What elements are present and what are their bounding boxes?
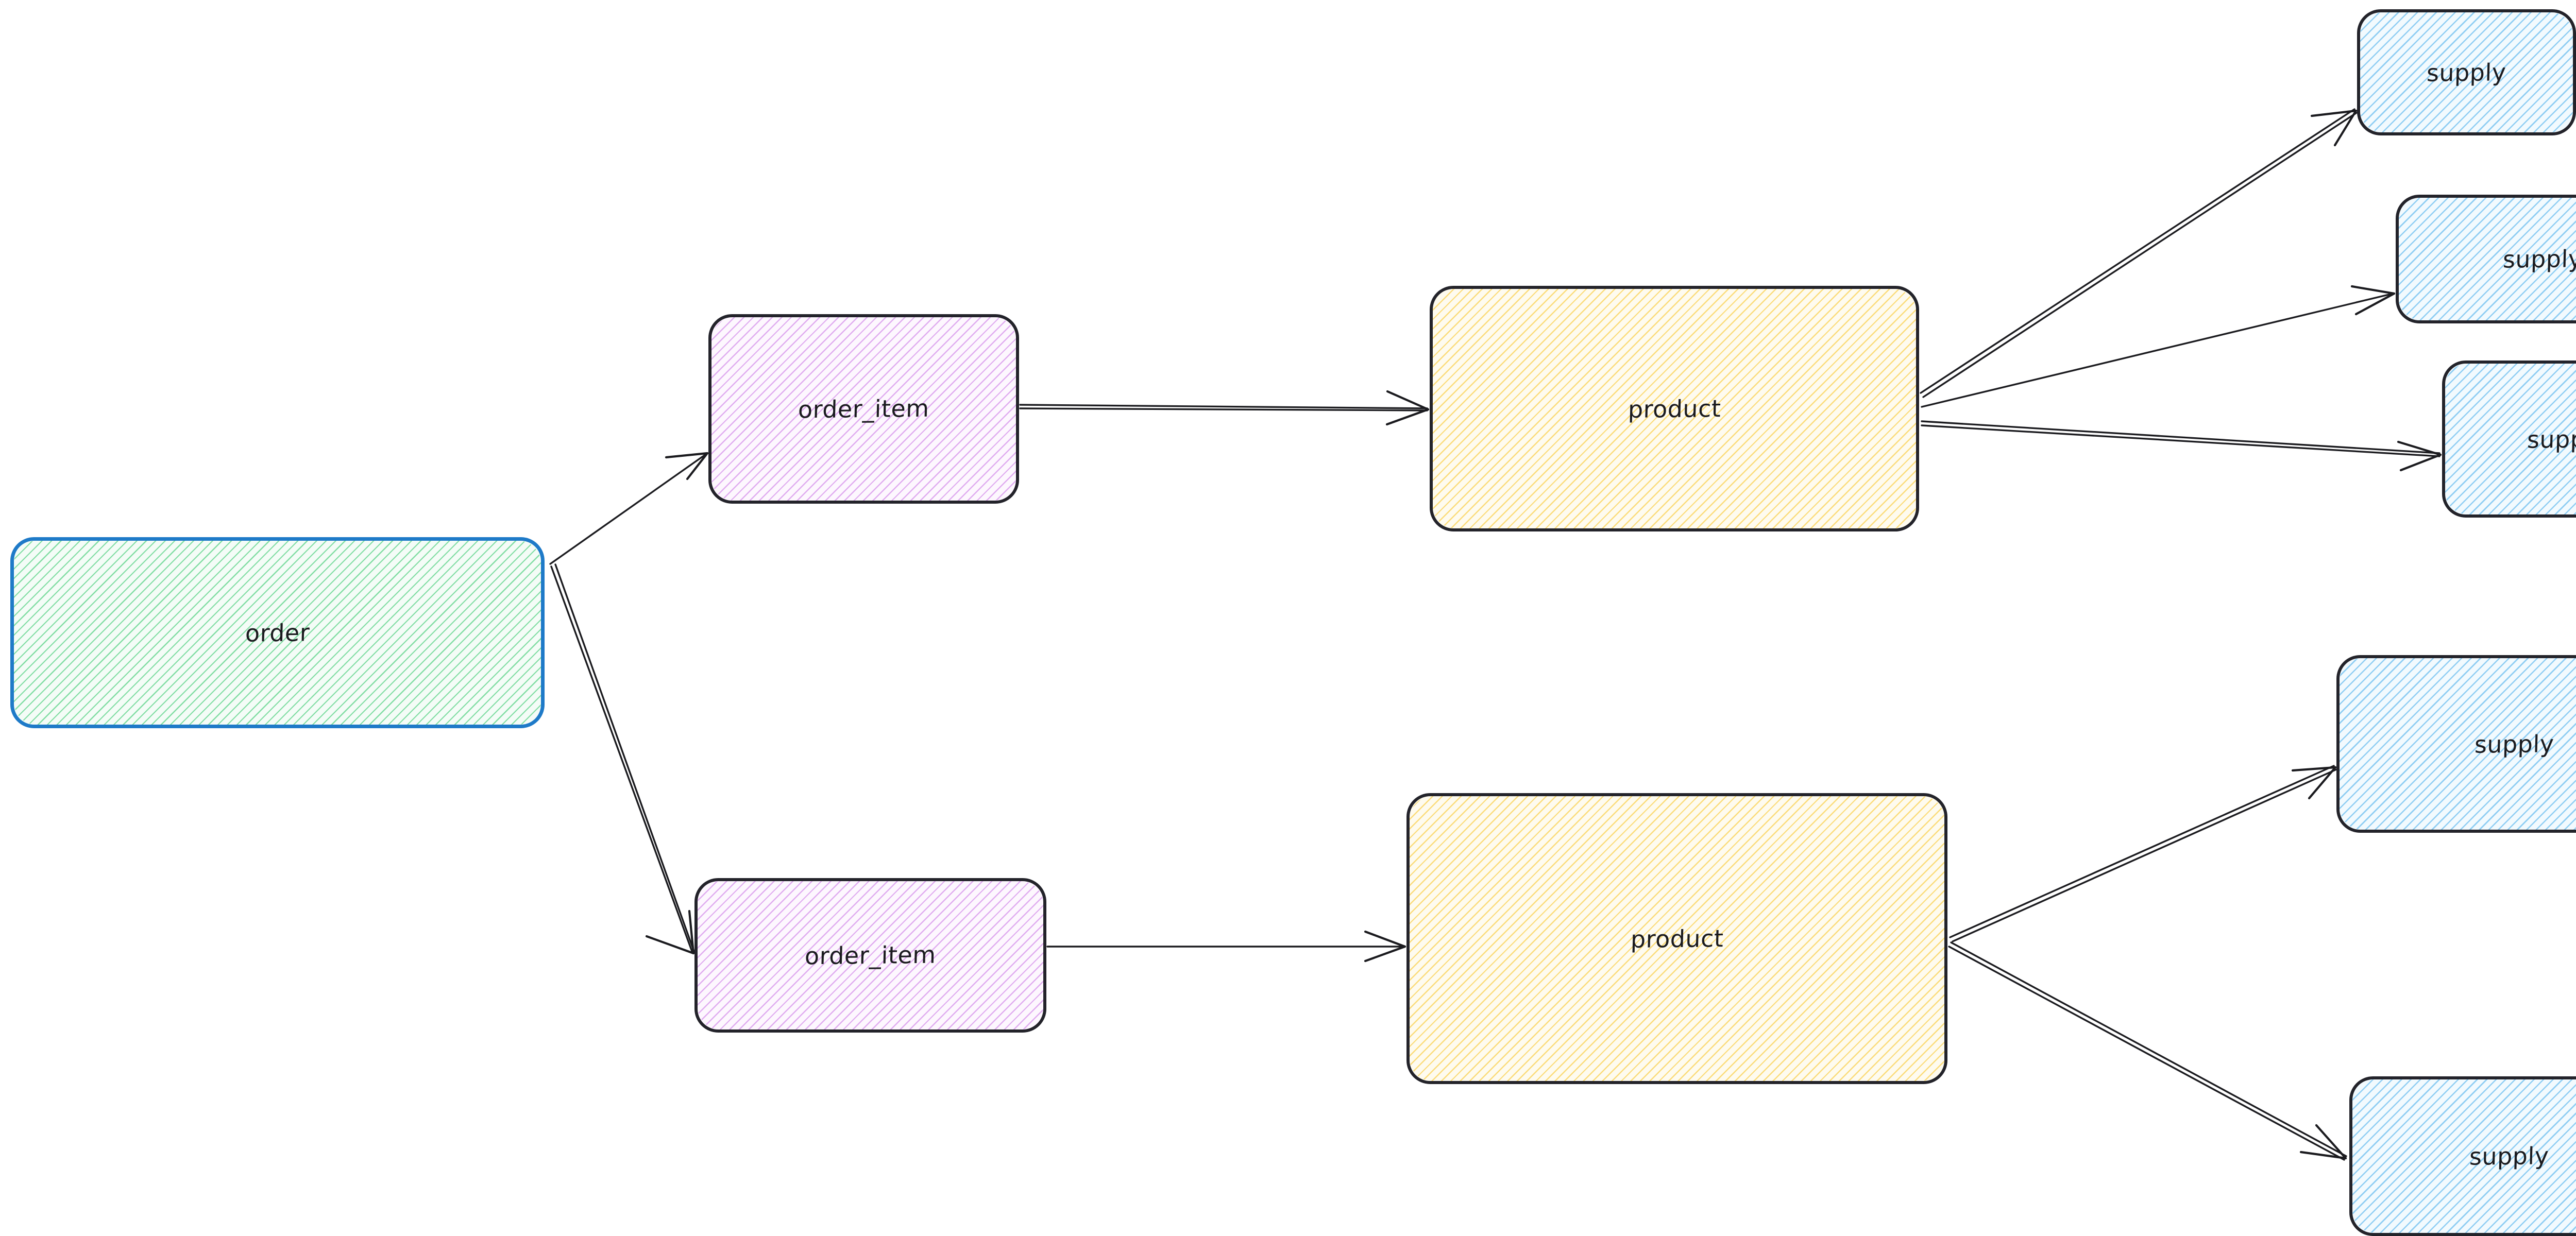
node-order-label: order <box>245 618 310 647</box>
node-order[interactable]: order <box>10 537 545 728</box>
node-product-1-label: product <box>1628 394 1721 423</box>
node-supply-4[interactable]: supply <box>2336 655 2576 833</box>
order-item-1-hatch-fill <box>711 317 1016 501</box>
supply-4-hatch-fill <box>2340 658 2576 830</box>
edge-product-1-to-supply-3 <box>1921 420 2442 472</box>
product-1-hatch-fill <box>1433 289 1916 528</box>
edge-product-2-to-supply-4 <box>1949 765 2337 942</box>
edge-order-item-2-to-product-2 <box>1046 930 1406 963</box>
node-supply-3-label: supply <box>2527 424 2576 454</box>
edge-product-2-to-supply-5 <box>1948 941 2347 1161</box>
order-item-2-hatch-fill <box>698 881 1043 1029</box>
node-order-item-2-label: order_item <box>804 940 937 970</box>
node-product-2-label: product <box>1630 924 1724 953</box>
supply-3-hatch-fill <box>2445 364 2576 514</box>
node-supply-1[interactable]: supply <box>2357 9 2576 135</box>
node-supply-5-label: supply <box>2469 1142 2549 1171</box>
node-order-item-2[interactable]: order_item <box>694 878 1046 1033</box>
node-supply-4-label: supply <box>2474 729 2554 759</box>
node-supply-2[interactable]: supply <box>2396 195 2576 323</box>
product-2-hatch-fill <box>1410 796 1944 1081</box>
node-supply-1-label: supply <box>2426 58 2507 87</box>
edge-product-1-to-supply-2 <box>1921 285 2396 408</box>
supply-5-hatch-fill <box>2352 1079 2576 1233</box>
supply-1-hatch-fill <box>2360 12 2573 132</box>
node-supply-3[interactable]: supply <box>2442 360 2576 518</box>
node-supply-2-label: supply <box>2502 245 2576 273</box>
edge-product-1-to-supply-1 <box>1920 108 2358 398</box>
order-hatch-fill <box>14 541 541 725</box>
node-product-1[interactable]: product <box>1430 286 1919 531</box>
edge-order-item-1-to-product-1 <box>1019 390 1430 426</box>
node-product-2[interactable]: product <box>1406 793 1947 1084</box>
node-order-item-1-label: order_item <box>798 394 930 424</box>
supply-2-hatch-fill <box>2399 198 2576 320</box>
edge-order-to-order-item-2 <box>550 563 696 955</box>
node-supply-5[interactable]: supply <box>2349 1076 2576 1236</box>
edge-order-to-order-item-1 <box>549 452 709 565</box>
node-order-item-1[interactable]: order_item <box>708 314 1019 504</box>
